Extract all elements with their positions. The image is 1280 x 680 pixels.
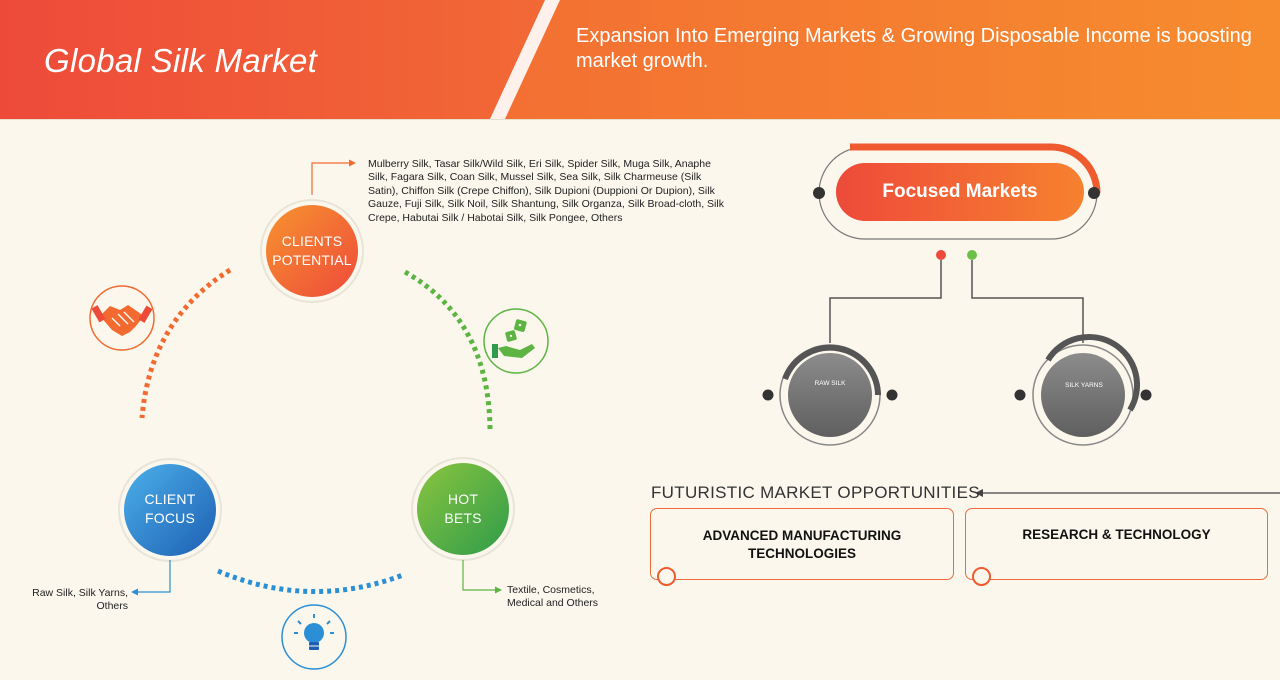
focused-markets-title: Focused Markets	[882, 181, 1038, 202]
opportunity-dot	[972, 567, 991, 586]
hot-bets-label-line2: BETS	[444, 510, 482, 526]
hot-bets-arrowhead	[495, 586, 502, 594]
raw-silk-label: RAW SILK	[814, 380, 846, 387]
hot-bets-description: Textile, Cosmetics, Medical and Others	[507, 584, 599, 610]
header-underline	[0, 119, 1280, 120]
clients-potential-connector	[311, 162, 352, 195]
connector-dot-red	[936, 250, 946, 260]
client-focus-label-line1: CLIENT	[144, 491, 196, 507]
client-focus-circle	[124, 464, 216, 556]
header-tagline: Expansion Into Emerging Markets & Growin…	[576, 25, 1252, 72]
opportunity-label: ADVANCED MANUFACTURING TECHNOLOGIES	[651, 527, 953, 563]
connector-line-left	[829, 260, 942, 343]
client-focus-label: CLIENT FOCUS	[120, 490, 220, 528]
clients-potential-label: CLIENTS POTENTIAL	[262, 232, 362, 270]
opportunity-label-line2: TECHNOLOGIES	[747, 546, 856, 561]
opportunity-card-advanced-manufacturing: ADVANCED MANUFACTURING TECHNOLOGIES	[650, 508, 954, 586]
hand-dice-icon	[483, 308, 549, 374]
opportunity-label: RESEARCH & TECHNOLOGY	[966, 526, 1267, 544]
focused-markets-left-dot	[813, 187, 825, 199]
hot-bets-connector	[462, 560, 497, 591]
header-banner: Global Silk Market Expansion Into Emergi…	[0, 0, 1280, 119]
client-focus-connector	[136, 560, 171, 593]
opportunity-label-line1: RESEARCH & TECHNOLOGY	[1022, 527, 1211, 542]
focused-markets-right-dot	[1088, 187, 1100, 199]
opportunity-label-line1: ADVANCED MANUFACTURING	[702, 528, 902, 543]
client-focus-label-line2: FOCUS	[145, 510, 195, 526]
opportunity-card-research-technology: RESEARCH & TECHNOLOGY	[965, 508, 1268, 586]
focused-markets-group	[813, 143, 1101, 240]
hot-bets-label: HOT BETS	[413, 490, 513, 528]
connector-line-right	[971, 260, 1084, 343]
page-title: Global Silk Market	[44, 42, 318, 79]
clients-potential-arrowhead	[349, 159, 356, 167]
clients-potential-description: Mulberry Silk, Tasar Silk/Wild Silk, Eri…	[368, 158, 724, 224]
clients-potential-label-line2: POTENTIAL	[272, 252, 352, 268]
focused-markets-pill	[836, 163, 1084, 221]
silk-yarns-node	[1014, 333, 1152, 446]
opportunities-title: FUTURISTIC MARKET OPPORTUNITIES	[651, 483, 980, 502]
opportunity-dot	[657, 567, 676, 586]
cycle-arc-green	[403, 269, 493, 433]
raw-silk-node	[762, 344, 898, 446]
lightbulb-icon	[281, 604, 347, 670]
client-focus-arrowhead	[131, 588, 138, 596]
opportunities-arrowhead	[975, 489, 983, 497]
header-divider-slash	[490, 0, 1280, 119]
clients-potential-circle	[266, 205, 358, 297]
cycle-arc-blue	[217, 568, 404, 594]
cycle-arc-orange	[139, 267, 232, 419]
silk-yarns-label: SILK YARNS	[1065, 382, 1103, 389]
hot-bets-circle	[417, 463, 509, 555]
client-focus-description: Raw Silk, Silk Yarns, Others	[32, 587, 128, 613]
hot-bets-label-line1: HOT	[447, 491, 479, 507]
handshake-icon	[89, 285, 155, 351]
clients-potential-label-line1: CLIENTS	[281, 233, 343, 249]
connector-dot-green	[967, 250, 977, 260]
